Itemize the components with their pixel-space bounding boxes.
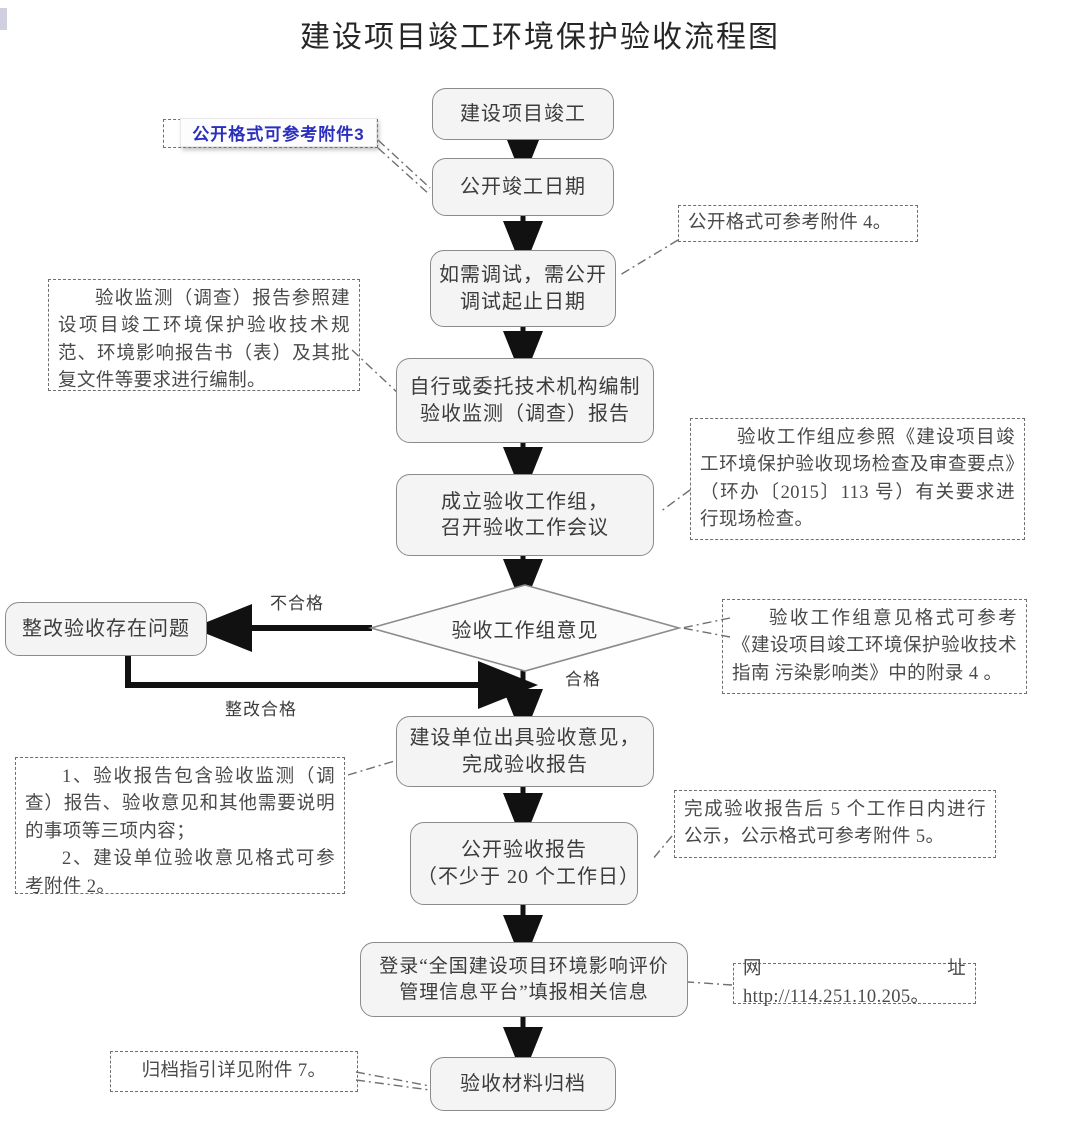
note-text-item2: 2、建设单位验收意见格式可参考附件 2。 bbox=[25, 849, 335, 897]
flow-node-workgroup-opinion-decision[interactable]: 验收工作组意见 bbox=[368, 584, 682, 672]
flow-node-archive-materials[interactable]: 验收材料归档 bbox=[430, 1057, 616, 1111]
note-archive-guide: 归档指引详见附件 7。 bbox=[110, 1051, 358, 1092]
leader-note-attachment3 bbox=[377, 147, 431, 196]
flow-node-project-completion[interactable]: 建设项目竣工 bbox=[432, 88, 614, 140]
edge-label-fail: 不合格 bbox=[270, 594, 324, 613]
leader-note-report bbox=[347, 759, 399, 776]
leader-note-url bbox=[687, 981, 733, 986]
flow-node-rectification-issues[interactable]: 整改验收存在问题 bbox=[5, 602, 207, 656]
flow-node-publish-acceptance-report[interactable]: 公开验收报告 （不少于 20 个工作日） bbox=[410, 822, 640, 905]
note-text: 完成验收报告后 5 个工作日内进行公示，公示格式可参考附件 5。 bbox=[684, 800, 986, 848]
diamond-shape bbox=[368, 584, 682, 672]
note-opinion-format: 验收工作组意见格式可参考《建设项目竣工环境保护验收技术指南 污染影响类》中的附录… bbox=[722, 599, 1027, 694]
flow-node-report-to-platform[interactable]: 登录“全国建设项目环境影响评价 管理信息平台”填报相关信息 bbox=[360, 942, 688, 1017]
page-title: 建设项目竣工环境保护验收流程图 bbox=[300, 21, 780, 54]
note-text: 归档指引详见附件 7。 bbox=[141, 1060, 327, 1081]
page-corner-mark bbox=[0, 8, 7, 30]
flow-node-label: 建设项目竣工 bbox=[460, 102, 586, 125]
flow-node-label-line1: 如需调试，需公开 bbox=[439, 264, 607, 287]
flow-node-label-line2: （不少于 20 个工作日） bbox=[417, 865, 640, 888]
note-text: 网址 http://114.251.10.205。 bbox=[743, 959, 966, 1007]
leader-note-publicity bbox=[651, 835, 673, 861]
note-publicity-window: 完成验收报告后 5 个工作日内进行公示，公示格式可参考附件 5。 bbox=[674, 790, 996, 858]
leader-note-attachment3-b bbox=[377, 139, 431, 189]
note-workgroup-inspection: 验收工作组应参照《建设项目竣工环境保护验收现场检查及审查要点》（环办〔2015〕… bbox=[690, 418, 1025, 540]
flow-node-prepare-acceptance-report[interactable]: 自行或委托技术机构编制 验收监测（调查）报告 bbox=[396, 358, 654, 443]
flow-node-commissioning-dates[interactable]: 如需调试，需公开 调试起止日期 bbox=[430, 250, 616, 327]
note-platform-url: 网址 http://114.251.10.205。 bbox=[733, 959, 976, 1007]
edge-label-rectified: 整改合格 bbox=[225, 700, 297, 719]
note-monitoring-report: 验收监测（调查）报告参照建设项目竣工环境保护验收技术规范、环境影响报告书（表）及… bbox=[48, 279, 360, 391]
flow-node-issue-acceptance-opinion[interactable]: 建设单位出具验收意见， 完成验收报告 bbox=[396, 716, 654, 787]
note-attachment3: 公开格式可参考附件3 bbox=[180, 118, 377, 147]
flow-node-label: 公开竣工日期 bbox=[460, 175, 586, 198]
leader-note-archive-b bbox=[355, 1079, 431, 1091]
flow-node-label-line1: 公开验收报告 bbox=[461, 839, 587, 862]
note-text: 验收监测（调查）报告参照建设项目竣工环境保护验收技术规范、环境影响报告书（表）及… bbox=[58, 289, 350, 392]
note-text-item1: 1、验收报告包含验收监测（调查）报告、验收意见和其他需要说明的事项等三项内容； bbox=[25, 767, 335, 842]
flow-node-label-line1: 自行或委托技术机构编制 bbox=[409, 376, 641, 399]
flow-node-label-line2: 完成验收报告 bbox=[462, 753, 588, 776]
leader-note-archive bbox=[355, 1071, 431, 1087]
note-attachment4: 公开格式可参考附件 4。 bbox=[678, 205, 918, 242]
flow-node-label-line1: 建设单位出具验收意见， bbox=[409, 727, 641, 750]
leader-note-workgroup bbox=[659, 489, 691, 513]
flow-node-label-line2: 管理信息平台”填报相关信息 bbox=[399, 981, 649, 1003]
note-text: 公开格式可参考附件 4。 bbox=[688, 212, 892, 233]
flow-node-label-line1: 成立验收工作组， bbox=[441, 490, 609, 513]
leader-note-attachment4 bbox=[619, 239, 679, 276]
note-report-contents: 1、验收报告包含验收监测（调查）报告、验收意见和其他需要说明的事项等三项内容； … bbox=[15, 757, 345, 897]
flow-node-label-line1: 登录“全国建设项目环境影响评价 bbox=[379, 956, 669, 978]
flow-node-label: 整改验收存在问题 bbox=[22, 617, 190, 640]
note-text: 验收工作组应参照《建设项目竣工环境保护验收现场检查及审查要点》（环办〔2015〕… bbox=[700, 428, 1015, 531]
note-text: 验收工作组意见格式可参考《建设项目竣工环境保护验收技术指南 污染影响类》中的附录… bbox=[732, 609, 1017, 684]
flow-node-label: 验收材料归档 bbox=[460, 1072, 586, 1095]
flow-node-label-line2: 召开验收工作会议 bbox=[441, 517, 609, 539]
flow-node-publish-completion-date[interactable]: 公开竣工日期 bbox=[432, 158, 614, 216]
flow-node-label-line2: 调试起止日期 bbox=[460, 290, 586, 313]
flow-node-establish-workgroup[interactable]: 成立验收工作组， 召开验收工作会议 bbox=[396, 474, 654, 556]
flow-node-label-line2: 验收监测（调查）报告 bbox=[420, 402, 630, 425]
edge-label-pass: 合格 bbox=[565, 670, 601, 689]
